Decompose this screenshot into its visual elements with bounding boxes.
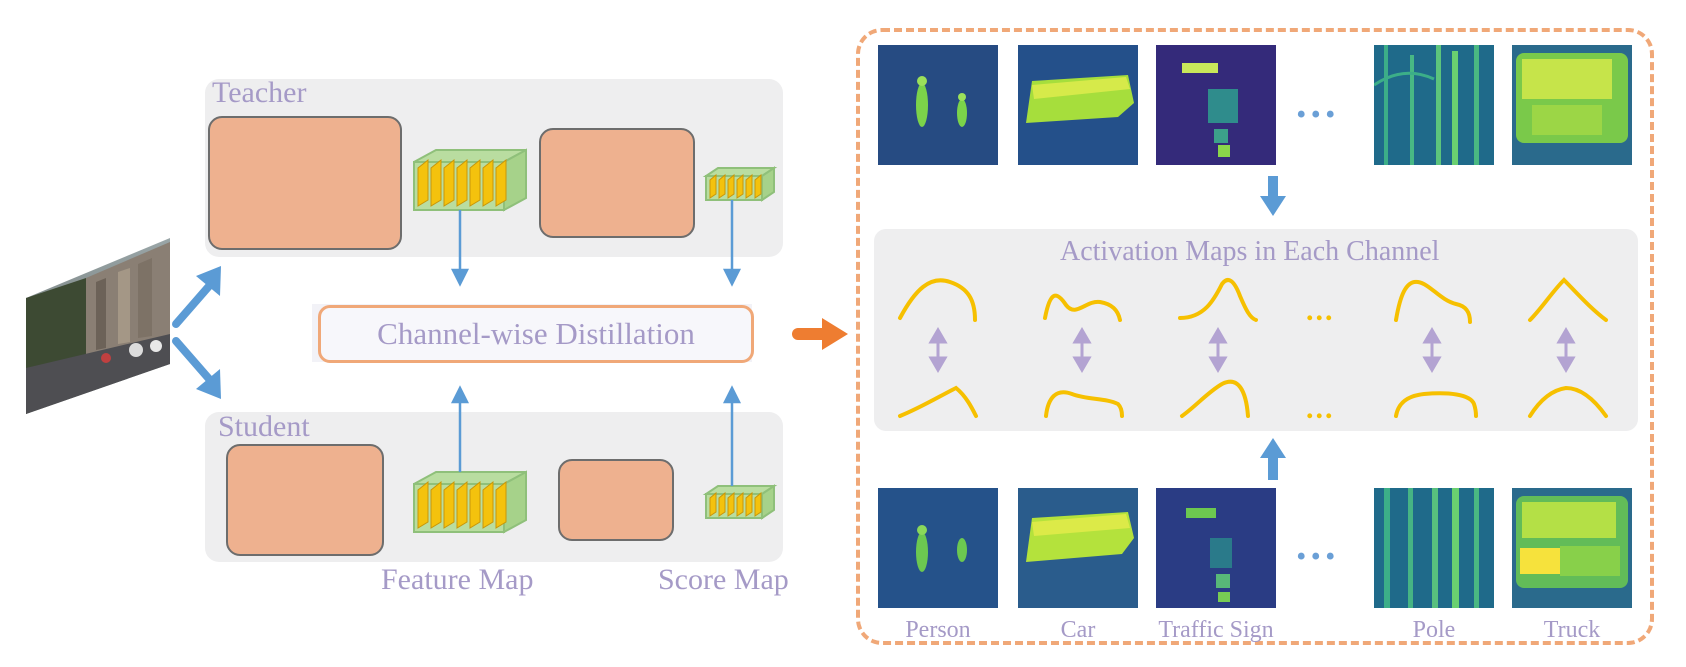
teacher-activation-traffic-sign [1156,45,1276,165]
tensor-arrows [450,200,742,486]
student-activation-car [1018,488,1138,608]
student-curve-truck [1528,385,1608,418]
student-activation-person [878,488,998,608]
teacher-curve-car [1043,293,1122,322]
teacher-curve-truck [1528,277,1608,322]
curve-comparison-arrows [928,327,1576,373]
distillation-label: Channel-wise Distillation [377,316,695,351]
student-activation-ellipsis: ... [1296,523,1340,569]
input-image [26,238,170,414]
student-feature-map-tensor [413,470,527,534]
student-decoder-block [558,459,674,541]
activation-title: Activation Maps in Each Channel [1060,236,1440,267]
student-curves-ellipsis: ... [1306,392,1335,425]
teacher-curves-ellipsis: ... [1306,294,1335,327]
teacher-feature-map-tensor [413,148,527,212]
class-label-pole: Pole [1412,617,1456,643]
teacher-to-activation-arrow [1260,176,1286,216]
activation-maps-panel [874,229,1638,431]
teacher-score-map-tensor [702,166,778,202]
teacher-activation-truck [1512,45,1632,165]
student-activation-truck [1512,488,1632,608]
input-to-teacher-arrow [172,266,221,328]
class-label-car: Car [1060,617,1096,643]
teacher-curve-traffic-sign [1178,278,1258,322]
student-curve-pole [1394,391,1478,418]
student-curve-person [898,385,978,418]
distillation-to-activation-arrow [792,318,848,350]
student-curve-car [1044,390,1124,418]
score-map-caption: Score Map [658,563,789,596]
teacher-activation-car [1018,45,1138,165]
teacher-decoder-block [539,128,695,238]
student-curve-traffic-sign [1180,379,1250,418]
student-score-map-tensor [702,484,778,520]
class-label-traffic-sign: Traffic Sign [1158,617,1274,643]
teacher-curve-pole [1394,279,1472,324]
class-label-truck: Truck [1543,617,1601,643]
teacher-encoder-block [208,116,402,250]
student-activation-pole [1374,488,1494,608]
input-to-student-arrow [172,337,221,399]
teacher-curve-person [898,278,977,322]
student-activation-traffic-sign [1156,488,1276,608]
student-label: Student [218,410,310,443]
activation-detail-frame [856,28,1654,645]
student-encoder-block [226,444,384,556]
student-to-activation-arrow [1260,438,1286,480]
feature-map-caption: Feature Map [381,563,534,596]
teacher-activation-pole [1374,45,1494,165]
class-label-person: Person [905,617,971,643]
channel-wise-distillation-box: Channel-wise Distillation [318,305,754,363]
teacher-activation-person [878,45,998,165]
teacher-activation-ellipsis: ... [1296,81,1340,127]
teacher-label: Teacher [212,76,307,109]
